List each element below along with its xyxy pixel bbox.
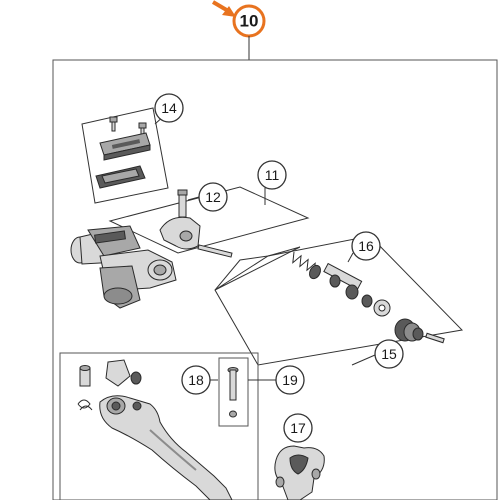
- washer-part: [373, 299, 391, 317]
- seal-ring-part: [361, 294, 373, 308]
- adjuster-part: [105, 359, 142, 387]
- callout-14-label: 14: [161, 100, 177, 116]
- callout-18-label: 18: [188, 372, 204, 388]
- spring-part: [292, 251, 316, 275]
- callout-17[interactable]: 17: [283, 413, 313, 443]
- callout-11-label: 11: [265, 167, 280, 183]
- pivot-bolt-part: [227, 367, 239, 418]
- callout-10-label: 10: [240, 12, 259, 31]
- cap-kit-frame: [81, 107, 169, 204]
- seal-ring-part: [308, 264, 322, 280]
- callout-10[interactable]: 10: [232, 4, 266, 38]
- pin-part: [177, 189, 188, 218]
- pushrod-cam-part: [159, 216, 233, 258]
- callout-14[interactable]: 14: [154, 93, 184, 123]
- piston-part: [323, 262, 363, 300]
- callout-12[interactable]: 12: [198, 182, 228, 212]
- callout-11[interactable]: 11: [257, 160, 287, 190]
- callout-12-label: 12: [205, 189, 221, 205]
- bushing-part: [79, 365, 91, 387]
- callout-15[interactable]: 15: [374, 339, 404, 369]
- dust-boot-part: [394, 318, 424, 342]
- reservoir-cap-part: [99, 132, 151, 161]
- callout-15-label: 15: [381, 346, 397, 362]
- callout-19[interactable]: 19: [275, 365, 305, 395]
- spring-clip-part: [77, 399, 93, 411]
- bolt-kit-frame: [218, 357, 249, 427]
- arrow-icon: [211, 0, 236, 17]
- callout-16[interactable]: 16: [351, 231, 381, 261]
- callout-16-label: 16: [358, 238, 374, 254]
- master-cylinder-body-part: [70, 225, 177, 309]
- lever-assembly-frame: [59, 352, 259, 500]
- callout-19-label: 19: [282, 372, 298, 388]
- pushrod-part: [425, 332, 445, 344]
- seal-kit-frame: [214, 235, 464, 366]
- piston-kit-frame: [108, 186, 310, 254]
- assembly-frame: [52, 59, 498, 500]
- brake-lever-part: [99, 395, 233, 500]
- callout-17-label: 17: [290, 420, 306, 436]
- clamp-part: [274, 445, 325, 500]
- diaphragm-part: [95, 165, 146, 189]
- screw-part: [109, 116, 118, 132]
- callout-18[interactable]: 18: [181, 365, 211, 395]
